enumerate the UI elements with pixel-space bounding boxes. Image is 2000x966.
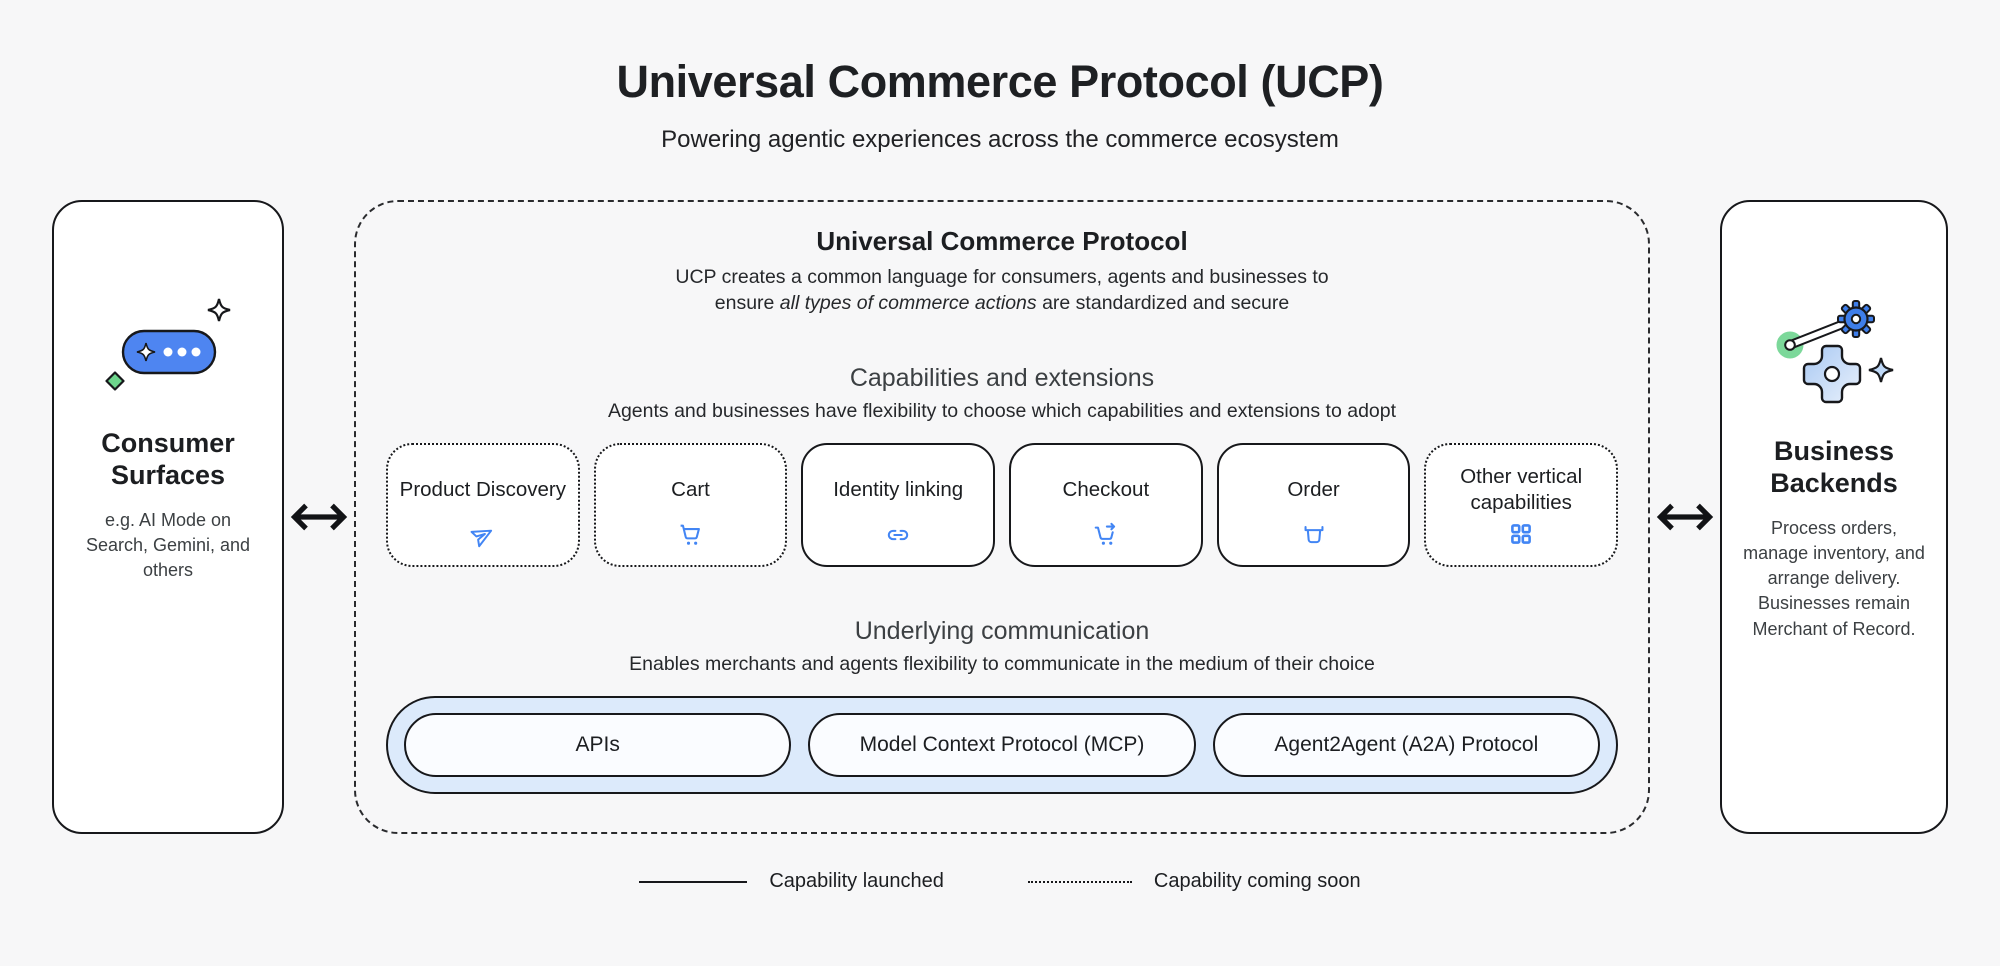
capabilities-subheading: Agents and businesses have flexibility t… (607, 400, 1397, 423)
capability-identity-linking: Identity linking (801, 443, 996, 568)
capability-label: Product Discovery (399, 478, 566, 502)
gears-machinery-icon (1759, 288, 1909, 413)
legend: Capability launched Capability coming so… (0, 870, 2000, 893)
ucp-panel-title: Universal Commerce Protocol (816, 226, 1188, 256)
capability-label: Checkout (1062, 478, 1150, 502)
ucp-panel: Universal Commerce Protocol UCP creates … (354, 200, 1650, 834)
ai-chat-sparkle-icon (93, 288, 243, 405)
business-backends-card: Business Backends Process orders, manage… (1720, 200, 1948, 834)
business-backends-title: Business Backends (1770, 436, 1898, 499)
business-backends-description: Process orders, manage inventory, and ar… (1743, 517, 1925, 639)
page-subtitle: Powering agentic experiences across the … (661, 126, 1339, 153)
capabilities-heading: Capabilities and extensions (849, 364, 1155, 393)
legend-coming-soon-label: Capability coming soon (1153, 870, 1361, 892)
protocols-band: APIs Model Context Protocol (MCP) Agent2… (386, 696, 1618, 795)
capability-order: Order (1216, 443, 1411, 568)
send-icon (470, 522, 496, 548)
capability-other-vertical: Other vertical capabilities (1424, 443, 1619, 568)
capability-label: Cart (671, 478, 710, 502)
page-title: Universal Commerce Protocol (UCP) (616, 56, 1384, 107)
main-diagram-row: Consumer Surfaces e.g. AI Mode on Search… (52, 200, 1948, 834)
legend-item-coming-soon: Capability coming soon (1027, 870, 1361, 893)
consumer-surfaces-title: Consumer Surfaces (101, 428, 235, 491)
right-bidirectional-arrow (1650, 200, 1720, 834)
legend-launched-label: Capability launched (769, 870, 944, 892)
protocol-pill-a2a: Agent2Agent (A2A) Protocol (1212, 713, 1600, 778)
solid-line-swatch (639, 880, 748, 883)
consumer-surfaces-card: Consumer Surfaces e.g. AI Mode on Search… (52, 200, 284, 834)
legend-item-launched: Capability launched (639, 870, 944, 893)
order-bin-icon (1301, 522, 1327, 548)
link-icon (885, 522, 911, 548)
communication-heading: Underlying communication (854, 617, 1150, 646)
left-bidirectional-arrow (284, 200, 354, 834)
capability-cart: Cart (593, 443, 788, 568)
protocol-pill-mcp: Model Context Protocol (MCP) (808, 713, 1196, 778)
ucp-desc-part2: are standardized and secure (1036, 291, 1290, 314)
ucp-desc-part1: UCP creates a common language for consum… (675, 266, 1329, 314)
ucp-desc-italic: all types of commerce actions (779, 291, 1037, 314)
ucp-panel-description: UCP creates a common language for consum… (662, 265, 1342, 316)
protocol-pill-apis: APIs (404, 713, 792, 778)
grid-icon (1509, 522, 1533, 548)
cart-icon (678, 522, 704, 548)
capabilities-row: Product Discovery Cart (386, 443, 1619, 568)
capability-label: Other vertical capabilities (1460, 465, 1583, 514)
capability-checkout: Checkout (1009, 443, 1203, 568)
dotted-line-swatch (1027, 880, 1132, 883)
communication-subheading: Enables merchants and agents flexibility… (629, 653, 1375, 676)
header: Universal Commerce Protocol (UCP) Poweri… (0, 0, 2000, 154)
capability-product-discovery: Product Discovery (386, 443, 580, 568)
capability-label: Order (1287, 478, 1340, 502)
cart-checkout-icon (1093, 522, 1119, 548)
consumer-surfaces-description: e.g. AI Mode on Search, Gemini, and othe… (85, 509, 251, 581)
capability-label: Identity linking (833, 478, 964, 502)
